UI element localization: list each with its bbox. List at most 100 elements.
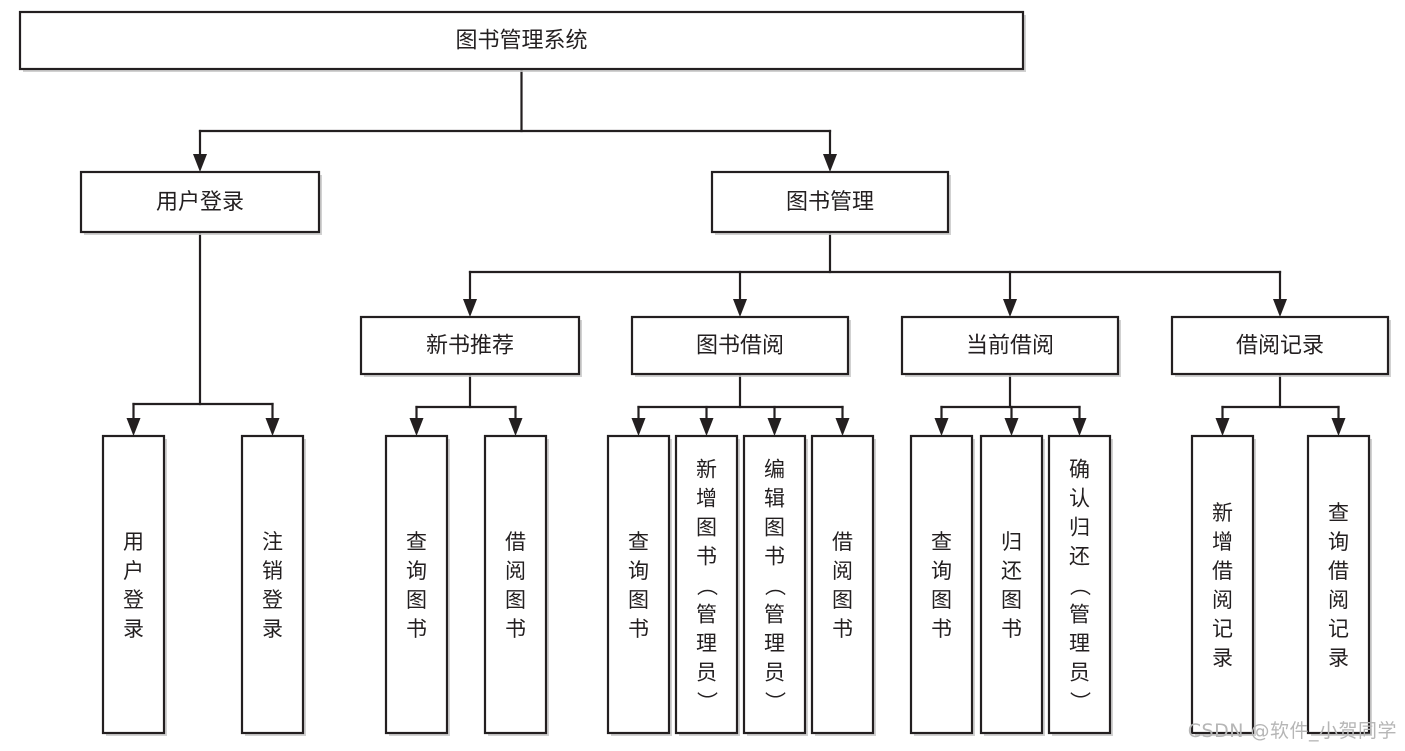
node-label-char: 图 <box>628 588 649 612</box>
arrow-head <box>823 154 837 172</box>
connector-group <box>463 230 1287 317</box>
node-level3-1[interactable]: 新书推荐 <box>359 315 582 377</box>
node-layer: 图书管理系统用户登录图书管理新书推荐图书借阅当前借阅借阅记录用户登录注销登录查询… <box>18 10 1391 736</box>
node-label-char: 记 <box>1328 617 1349 641</box>
node-label-char: 借 <box>1328 559 1349 583</box>
node-label-char: 管 <box>764 603 785 627</box>
node-label-char: 理 <box>696 632 717 656</box>
connector-group <box>409 372 523 436</box>
node-label-char: 归 <box>1001 530 1022 554</box>
arrow-head <box>767 418 782 436</box>
node-border <box>359 315 581 376</box>
node-label-char: 管 <box>696 603 717 627</box>
node-label-char: 还 <box>1001 559 1022 583</box>
node-label-char: 编 <box>764 458 785 482</box>
node-label-char: 图 <box>1001 588 1022 612</box>
node-label: 借阅记录 <box>1236 334 1324 359</box>
arrow-head <box>934 418 949 436</box>
node-border <box>710 170 950 234</box>
node-label-char: 查 <box>628 530 649 554</box>
node-label-char: 登 <box>123 588 144 612</box>
node-label-char: 书 <box>931 617 952 641</box>
node-level3-4[interactable]: 借阅记录 <box>1170 315 1391 377</box>
arrow-head <box>1215 418 1230 436</box>
node-label-char: 员 <box>764 661 785 685</box>
node-label-char: 归 <box>1069 516 1090 540</box>
arrow-head <box>733 299 747 317</box>
node-label-char: 增 <box>696 487 717 511</box>
node-label-char: 查 <box>1328 501 1349 525</box>
node-label-char: 图 <box>696 516 717 540</box>
node-label-char: 用 <box>123 530 144 554</box>
node-label: 图书管理 <box>786 190 874 215</box>
node-label-char: 录 <box>123 617 144 641</box>
node-label-char: 图 <box>406 588 427 612</box>
connector-group <box>631 372 850 436</box>
node-label-char: 增 <box>1212 530 1233 554</box>
node-border <box>1306 434 1371 735</box>
node-border <box>1170 315 1390 376</box>
node-level3-3[interactable]: 当前借阅 <box>900 315 1121 377</box>
node-label-char: （ <box>1068 575 1092 596</box>
node-border <box>483 434 548 735</box>
node-label-char: 询 <box>406 559 427 583</box>
csdn-watermark: CSDN @软件_小贺同学 <box>1187 720 1397 742</box>
node-label-char: 管 <box>1069 603 1090 627</box>
node-label-char: 录 <box>262 617 283 641</box>
node-label-char: 记 <box>1212 617 1233 641</box>
connector-group <box>126 230 280 436</box>
node-label-char: ） <box>763 691 787 712</box>
node-label: 用户登录 <box>156 190 244 215</box>
arrow-head <box>508 418 523 436</box>
arrow-head <box>1004 418 1019 436</box>
node-level2-1[interactable]: 用户登录 <box>79 170 322 235</box>
node-label-char: 书 <box>764 545 785 569</box>
connector-group <box>193 67 837 172</box>
node-border <box>79 170 321 234</box>
node-label-char: 询 <box>628 559 649 583</box>
arrow-head <box>265 418 280 436</box>
node-border <box>674 434 739 735</box>
node-label-char: 查 <box>406 530 427 554</box>
node-label: 图书借阅 <box>696 334 784 359</box>
arrow-head <box>631 418 646 436</box>
node-level3-2[interactable]: 图书借阅 <box>630 315 851 377</box>
arrow-head <box>1331 418 1346 436</box>
node-label-char: 录 <box>1328 646 1349 670</box>
node-label-char: 还 <box>1069 545 1090 569</box>
node-label-char: 新 <box>696 458 717 482</box>
node-label-char: 询 <box>931 559 952 583</box>
node-level2-2[interactable]: 图书管理 <box>710 170 951 235</box>
connector-layer <box>126 67 1346 436</box>
node-label-char: 借 <box>1212 559 1233 583</box>
arrow-head <box>1072 418 1087 436</box>
arrow-head <box>1273 299 1287 317</box>
node-label-char: 图 <box>931 588 952 612</box>
node-label-char: 借 <box>832 530 853 554</box>
node-border <box>18 10 1025 71</box>
node-border <box>742 434 807 735</box>
node-label-char: 阅 <box>1328 588 1349 612</box>
node-border <box>240 434 305 735</box>
node-border <box>909 434 974 735</box>
node-label-char: 注 <box>262 530 283 554</box>
node-border <box>606 434 671 735</box>
arrow-head <box>699 418 714 436</box>
node-leaf-1[interactable]: 用户登录 <box>101 434 167 736</box>
node-root[interactable]: 图书管理系统 <box>18 10 1026 72</box>
node-label-char: 阅 <box>832 559 853 583</box>
node-label-char: 书 <box>406 617 427 641</box>
